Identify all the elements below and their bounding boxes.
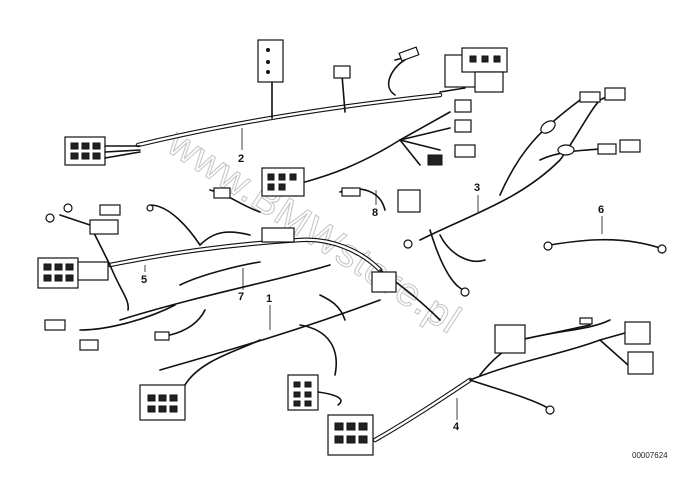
- callout-6: 6: [598, 204, 604, 234]
- connector-6pin: [64, 136, 106, 166]
- connector-plug: [257, 39, 284, 83]
- part-number: 00007624: [632, 451, 668, 460]
- relay-socket: [397, 189, 421, 213]
- callout-label: 8: [372, 207, 378, 219]
- connector-bottom-left: [139, 384, 186, 421]
- connector-6pin-left: [37, 257, 79, 289]
- harness-3: [397, 87, 641, 297]
- connector-4pin: [494, 324, 526, 354]
- callout-1: 1: [266, 293, 272, 330]
- connector-block: [444, 47, 508, 93]
- callout-label: 2: [238, 153, 244, 165]
- callout-4: 4: [453, 398, 460, 433]
- callout-2: 2: [238, 128, 244, 165]
- callout-label: 6: [598, 204, 604, 216]
- callout-label: 3: [474, 182, 480, 194]
- connector-bottom-right: [327, 414, 374, 456]
- harness-main: [37, 187, 441, 421]
- connector-bottom-center: [287, 374, 319, 411]
- connector-small: [333, 65, 351, 79]
- callout-8: 8: [372, 190, 378, 219]
- harness-6-strap: [543, 238, 667, 254]
- watermark: www.BMWstore.pl: [159, 120, 469, 342]
- callout-label: 1: [266, 293, 272, 305]
- harness-8: [261, 99, 476, 211]
- callout-label: 7: [238, 291, 244, 303]
- callout-7: 7: [238, 268, 244, 303]
- callout-label: 4: [453, 421, 460, 433]
- connector-8pin: [261, 167, 305, 197]
- callout-3: 3: [474, 182, 480, 212]
- harness-4: [327, 317, 654, 456]
- harness-2: [64, 39, 508, 166]
- callout-5: 5: [141, 265, 147, 286]
- spade-terminal: [398, 46, 420, 62]
- callout-label: 5: [141, 274, 147, 286]
